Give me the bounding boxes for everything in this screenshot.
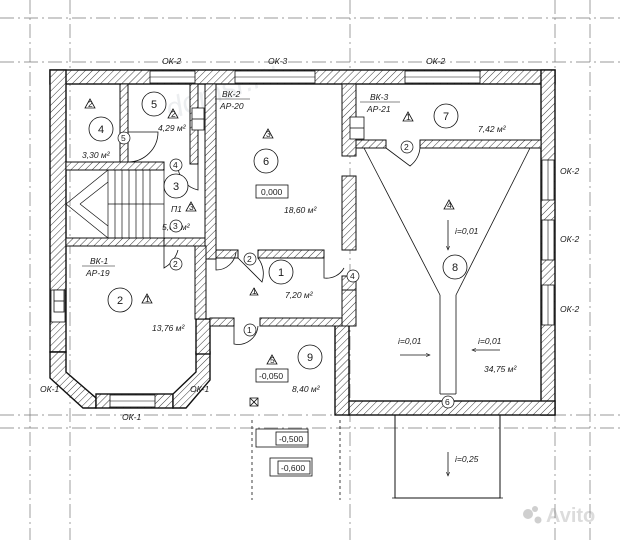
room-note-3: П1 <box>171 204 182 214</box>
door-number-r7: 2 <box>404 142 409 152</box>
room-number-5: 5 <box>151 99 157 111</box>
room-area-9: 8,40 м² <box>292 384 321 394</box>
vent-leaders <box>82 98 400 267</box>
finish-number-4: 2 <box>88 99 93 109</box>
door-number-circles <box>117 131 455 409</box>
vent-label-vk2: ВК-2 <box>222 89 241 99</box>
vent-shaft-icons <box>53 107 365 313</box>
slope-label-2: i=0,01 <box>398 336 422 346</box>
garage-ramp <box>394 414 501 499</box>
slope-label-3: i=0,01 <box>478 336 502 346</box>
room-number-7: 7 <box>443 111 449 123</box>
window-label-right-3: ОК-2 <box>560 304 579 314</box>
finish-number-9: 5 <box>270 355 275 365</box>
room-number-1: 1 <box>278 267 284 279</box>
window-label-right-2: ОК-2 <box>560 234 579 244</box>
door-number-r4: 5 <box>121 133 126 143</box>
door-number-r1-bottom: 1 <box>247 325 252 335</box>
level-step-1: -0,500 <box>279 434 303 444</box>
finish-number-2: 1 <box>145 294 150 304</box>
window-label-top-right: ОК-2 <box>426 56 445 66</box>
room-area-7: 7,42 м² <box>478 124 507 134</box>
room-area-6: 18,60 м² <box>284 205 317 215</box>
room-number-6: 6 <box>263 156 269 168</box>
entrance-marker <box>249 397 259 407</box>
level-porch: -0,050 <box>259 371 283 381</box>
window-label-bottom-center: ОК-1 <box>122 412 141 422</box>
finish-number-7: 1 <box>406 112 411 122</box>
window-label-top-middle: ОК-3 <box>268 56 287 66</box>
vent-ref-vk2: АР-20 <box>219 101 244 111</box>
vent-label-vk1: ВК-1 <box>90 256 109 266</box>
room-number-2: 2 <box>117 295 123 307</box>
room-area-5: 4,29 м² <box>158 123 187 133</box>
finish-number-6: 3 <box>266 129 271 139</box>
window-label-bottom-left-1: ОК-1 <box>40 384 59 394</box>
finish-number-3: 3 <box>189 202 194 212</box>
avito-logo: Avito <box>523 505 595 527</box>
door-number-r3-top: 4 <box>173 160 178 170</box>
door-number-r3-side: 3 <box>173 221 178 231</box>
vent-ref-vk1: АР-19 <box>85 268 110 278</box>
room-number-4: 4 <box>98 124 104 136</box>
window-label-right-1: ОК-2 <box>560 166 579 176</box>
garage-slope-lines <box>363 147 531 476</box>
room-area-2: 13,76 м² <box>152 323 185 333</box>
window-label-top-left: ОК-2 <box>162 56 181 66</box>
finish-triangles <box>84 98 455 365</box>
finish-number-5: 2 <box>171 109 176 119</box>
level-boxes <box>255 184 311 475</box>
room-number-8: 8 <box>452 262 458 274</box>
watermark-logo-text: Avito <box>546 505 595 527</box>
level-step-2: -0,600 <box>281 463 305 473</box>
slope-label-1: i=0,01 <box>455 226 479 236</box>
vent-label-vk3: ВК-3 <box>370 92 389 102</box>
room-area-1: 7,20 м² <box>285 290 314 300</box>
room-area-4: 3,30 м² <box>82 150 111 160</box>
room-number-circles <box>88 91 468 370</box>
vent-ref-vk3: АР-21 <box>366 104 391 114</box>
room-number-9: 9 <box>307 352 313 364</box>
room-area-8: 34,75 м² <box>484 364 517 374</box>
slope-label-ramp: i=0,25 <box>455 454 479 464</box>
window-label-bottom-left-2: ОК-1 <box>190 384 209 394</box>
finish-number-8: 4 <box>447 200 452 210</box>
door-number-r1-right: 4 <box>350 271 355 281</box>
door-number-r6: 2 <box>247 254 252 264</box>
room-number-3: 3 <box>173 181 179 193</box>
staircase <box>65 169 165 239</box>
finish-number-1: 1 <box>252 286 257 296</box>
window-inner-lines <box>110 76 549 402</box>
door-number-r8: 6 <box>445 397 450 407</box>
door-number-r2: 2 <box>173 259 178 269</box>
level-floor: 0,000 <box>261 187 283 197</box>
